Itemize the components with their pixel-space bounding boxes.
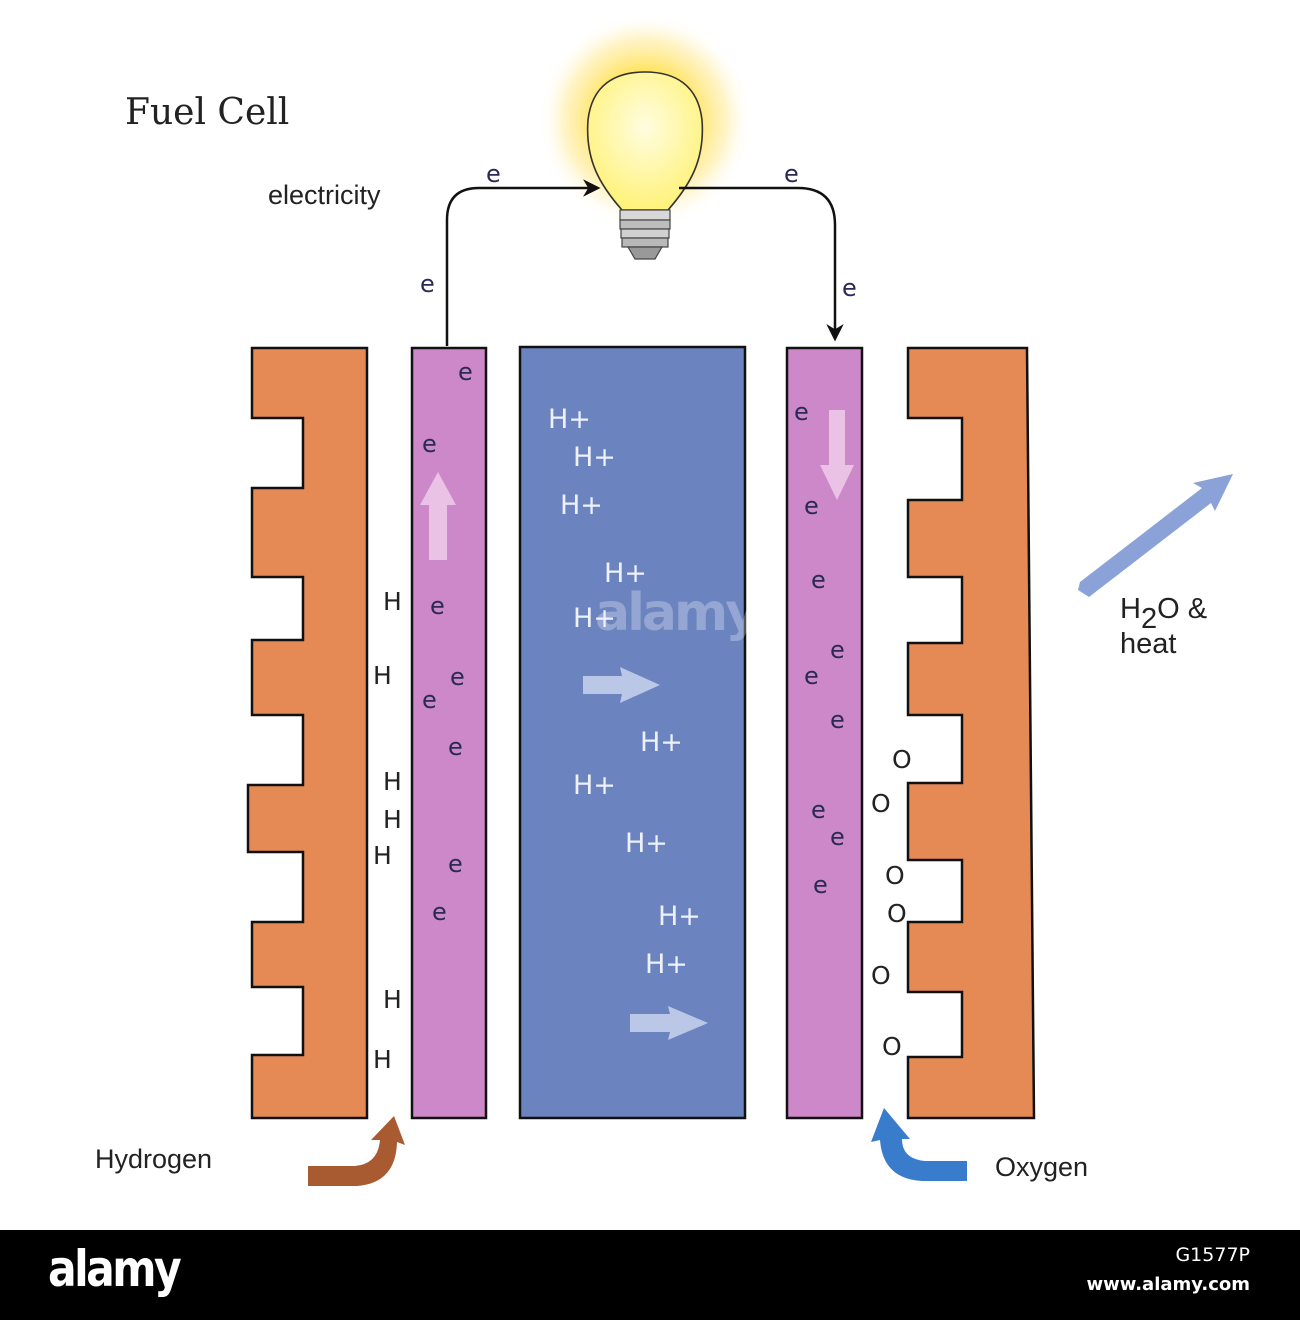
cathode-electrode: [785, 346, 864, 1120]
electron-symbol: e: [804, 662, 819, 690]
watermark-brand: alamy: [48, 1240, 182, 1298]
electron-symbol: e: [430, 592, 445, 620]
output-o-and: O &: [1157, 593, 1207, 625]
anode-flow-plate: [246, 346, 369, 1120]
oxygen-atom-symbol: O: [871, 961, 891, 990]
proton-flow-arrow-lower: [630, 1006, 708, 1040]
circuit-wire-left: [445, 179, 601, 346]
hydrogen-atom-symbol: H: [373, 841, 392, 870]
proton-flow-arrow-upper: [583, 667, 660, 703]
electron-symbol: e: [448, 733, 463, 761]
output-subscript-2: 2: [1141, 603, 1157, 635]
watermark-footer: alamy G1577P www.alamy.com: [0, 1230, 1300, 1320]
electron-symbol: e: [794, 398, 809, 426]
proton-symbol: H+: [573, 770, 616, 801]
electron-symbol: e: [448, 850, 463, 878]
watermark-image-id: G1577P: [1175, 1244, 1250, 1266]
electron-symbol: e: [830, 823, 845, 851]
proton-symbol: H+: [658, 901, 701, 932]
electron-symbol: e: [804, 492, 819, 520]
hydrogen-atom-symbol: H: [373, 1045, 392, 1074]
proton-symbol: H+: [548, 404, 591, 435]
electron-symbol: e: [830, 706, 845, 734]
output-h: H: [1120, 593, 1141, 625]
diagram-canvas: Fuel Cell electricity Hydrogen Oxygen: [95, 12, 1233, 1186]
circuit-wire-right: [679, 186, 844, 342]
electricity-label: electricity: [268, 180, 381, 210]
oxygen-inlet-arrow-icon: [871, 1108, 967, 1181]
proton-symbol: H+: [573, 442, 616, 473]
proton-symbol: H+: [645, 949, 688, 980]
electron-symbol: e: [458, 358, 473, 386]
electron-symbol: e: [813, 871, 828, 899]
oxygen-atom-symbol: O: [885, 861, 905, 890]
electrolyte-membrane: [518, 345, 747, 1120]
oxygen-label: Oxygen: [995, 1152, 1088, 1182]
proton-symbol: H+: [560, 490, 603, 521]
light-bulb-icon: [586, 71, 704, 260]
center-watermark: alamy: [595, 583, 758, 643]
cathode-electron-down-arrow: [820, 410, 854, 500]
proton-symbol: H+: [604, 558, 647, 589]
hydrogen-atom-symbol: H: [383, 587, 402, 616]
hydrogen-atom-symbol: H: [383, 985, 402, 1014]
output-label-line1: H2O &: [1120, 593, 1207, 635]
hydrogen-atom-symbol: H: [383, 805, 402, 834]
hydrogen-label: Hydrogen: [95, 1144, 212, 1174]
electron-symbol: e: [842, 274, 857, 302]
electron-symbol: e: [422, 686, 437, 714]
anode-electrode: [410, 346, 488, 1120]
anode-electron-up-arrow: [420, 472, 456, 560]
hydrogen-atom-symbol: H: [373, 661, 392, 690]
proton-symbol: H+: [625, 828, 668, 859]
output-arrow-icon: [1078, 474, 1233, 597]
electron-symbol: e: [486, 160, 501, 188]
electron-symbol: e: [422, 430, 437, 458]
electron-symbol: e: [811, 566, 826, 594]
electron-symbol: e: [830, 636, 845, 664]
oxygen-atom-symbol: O: [882, 1032, 902, 1061]
electron-symbol: e: [420, 270, 435, 298]
hydrogen-inlet-arrow-icon: [308, 1116, 405, 1186]
watermark-url: www.alamy.com: [1086, 1274, 1250, 1295]
diagram-title: Fuel Cell: [125, 92, 289, 133]
proton-symbol: H+: [573, 603, 616, 634]
hydrogen-atom-symbol: H: [383, 767, 402, 796]
oxygen-atom-symbol: O: [887, 899, 907, 928]
proton-symbol: H+: [640, 727, 683, 758]
output-label-line2: heat: [1120, 628, 1176, 660]
electron-symbol: e: [450, 663, 465, 691]
electron-symbol: e: [811, 796, 826, 824]
electron-symbol: e: [784, 160, 799, 188]
oxygen-atom-symbol: O: [871, 789, 891, 818]
oxygen-atom-symbol: O: [892, 745, 912, 774]
cathode-flow-plate: [906, 346, 1036, 1120]
electron-symbol: e: [432, 898, 447, 926]
